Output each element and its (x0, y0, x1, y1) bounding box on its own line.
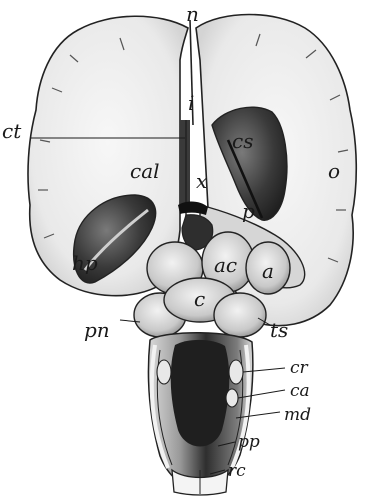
label-n: n (186, 2, 199, 26)
label-a: a (262, 259, 274, 283)
label-rc: rc (228, 461, 246, 481)
label-ts: ts (270, 318, 288, 342)
label-p: p (242, 199, 255, 223)
label-i: i (188, 91, 194, 115)
label-cr: cr (290, 358, 309, 378)
fissure-shadow (180, 120, 190, 210)
label-cs: cs (232, 129, 253, 153)
label-hp: hp (72, 251, 98, 275)
posterior-body-right (214, 293, 266, 337)
label-o: o (328, 159, 340, 183)
label-ct: ct (2, 119, 22, 143)
label-ac: ac (214, 253, 237, 277)
label-cal: cal (130, 159, 160, 183)
label-ca: ca (290, 381, 310, 401)
label-md: md (284, 405, 311, 425)
label-c: c (194, 287, 205, 311)
fourth-ventricle (171, 340, 230, 447)
label-pp: pp (238, 432, 260, 452)
label-pn: pn (84, 318, 110, 342)
pineal-body (178, 201, 208, 215)
label-x: x (196, 169, 207, 193)
